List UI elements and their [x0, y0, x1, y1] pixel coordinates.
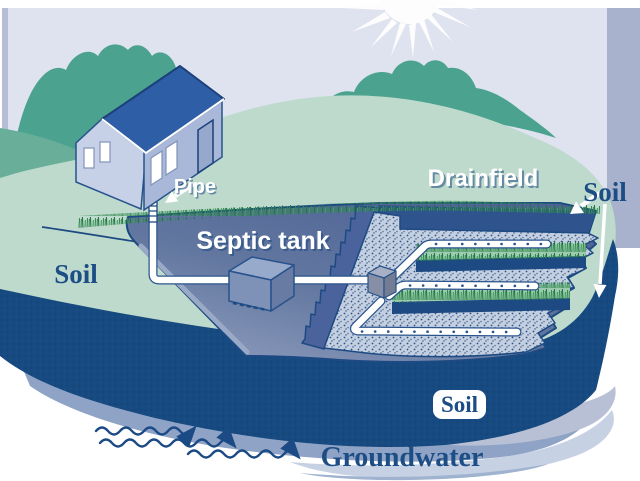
soil-arrow-down: [593, 203, 607, 298]
sun-icon: [342, 0, 478, 58]
distribution-box: [367, 265, 397, 299]
drainfield-label: Drainfield: [428, 165, 539, 192]
left-panel: [2, 8, 8, 215]
soil-label-upper-right: Soil: [583, 177, 627, 207]
surface-line-left: [41, 226, 139, 243]
drainfield-label-shadow: Drainfield: [430, 167, 541, 194]
drainfield-laterals: [349, 239, 552, 337]
wave-arrow: [186, 437, 301, 460]
groundwater-label: Groundwater: [321, 442, 484, 473]
pipe-label-shadow: Pipe: [175, 178, 217, 200]
house-window: [99, 141, 111, 163]
house-door: [197, 118, 214, 175]
septic-tank: [228, 256, 295, 312]
soil-label-left: Soil: [54, 259, 98, 289]
groundwater-flow-arrows: [94, 425, 301, 460]
house-window: [165, 139, 178, 177]
septic-tank-label-shadow: Septic tank: [198, 229, 331, 257]
house-window: [83, 147, 95, 169]
groundwater-light-band: [290, 410, 614, 479]
hill-right: [316, 60, 556, 138]
wave-arrow: [98, 426, 237, 449]
house-window: [150, 149, 163, 187]
pipe-arrow: [165, 182, 196, 203]
cutaway-light-edge: [138, 243, 250, 355]
sewer-pipe: [148, 209, 379, 285]
pipe-label: Pipe: [174, 176, 216, 198]
septic-tank-label: Septic tank: [196, 227, 329, 255]
surface-grass: [78, 200, 600, 228]
soil-arrow-diagonal: [570, 191, 602, 214]
wave-arrow: [94, 425, 197, 448]
soil-label-deep: Soil: [441, 392, 478, 417]
house-eave-highlight: [101, 98, 225, 155]
house: [75, 65, 225, 212]
soil-badge: Soil: [433, 390, 486, 419]
groundwater-bottom-strip: [300, 464, 548, 481]
